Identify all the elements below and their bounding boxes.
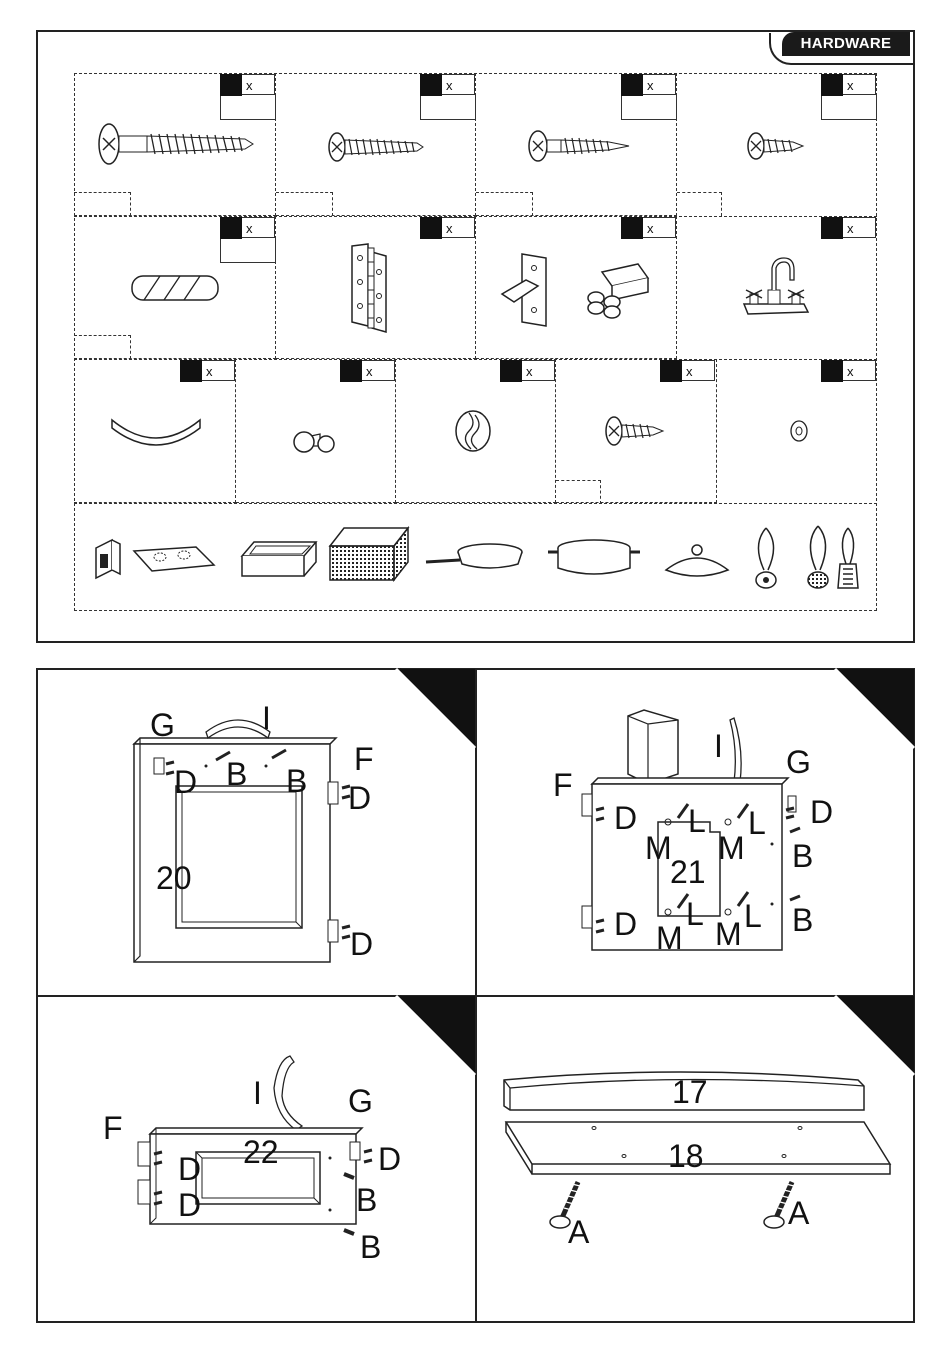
quantity-box: x bbox=[621, 74, 677, 120]
hardware-title: HARDWARE bbox=[782, 32, 910, 56]
slotted-spoon-icon bbox=[800, 522, 836, 592]
step4-label-a2: A bbox=[788, 1197, 809, 1229]
step-corner-marker bbox=[396, 669, 475, 748]
step3-label-i: I bbox=[253, 1077, 262, 1109]
spatula-icon bbox=[834, 524, 862, 592]
quantity-box: x bbox=[621, 217, 677, 239]
step1-label-g: G bbox=[150, 709, 175, 741]
part-label-tab bbox=[677, 192, 722, 216]
step2-label-g: G bbox=[786, 746, 811, 778]
step2-label-l3: L bbox=[686, 898, 704, 930]
step1-label-b1: B bbox=[226, 758, 247, 790]
horizontal-divider bbox=[36, 995, 915, 997]
step1-label-f: F bbox=[354, 743, 374, 775]
faucet-icon bbox=[740, 256, 812, 320]
step1-label-i: I bbox=[262, 702, 271, 734]
step1-label-d2: D bbox=[348, 782, 371, 814]
quantity-box: x bbox=[220, 74, 276, 120]
pot-icon bbox=[546, 538, 642, 578]
sink-icon bbox=[92, 538, 124, 582]
step-corner-marker bbox=[835, 996, 914, 1075]
step1-label-d3: D bbox=[350, 928, 373, 960]
step3-label-b1: B bbox=[356, 1184, 377, 1216]
step4-part-bottom: 18 bbox=[668, 1140, 704, 1172]
step1-label-d1: D bbox=[174, 766, 197, 798]
step3-label-d3: D bbox=[378, 1143, 401, 1175]
basket-icon bbox=[328, 526, 410, 582]
step2-label-f: F bbox=[553, 769, 573, 801]
step2-label-m4: M bbox=[715, 918, 742, 950]
ladle-icon bbox=[746, 524, 786, 592]
row-divider bbox=[74, 503, 877, 504]
step1-label-b2: B bbox=[286, 765, 307, 797]
step2-label-m2: M bbox=[718, 832, 745, 864]
quantity-box: x bbox=[821, 74, 877, 120]
part-label-tab bbox=[476, 192, 533, 216]
step4-part-top: 17 bbox=[672, 1076, 708, 1108]
quantity-box: x bbox=[821, 217, 877, 239]
quantity-box: x bbox=[220, 217, 276, 263]
quantity-box: x bbox=[420, 217, 476, 239]
large-screw-icon bbox=[95, 122, 255, 166]
step3-label-d1: D bbox=[178, 1153, 201, 1185]
step2-label-d2: D bbox=[810, 796, 833, 828]
step2-label-i: I bbox=[714, 730, 723, 762]
medium-screw-icon bbox=[325, 130, 425, 164]
step2-label-m1: M bbox=[645, 832, 672, 864]
handle-icon bbox=[108, 414, 204, 446]
hinge-icon bbox=[348, 242, 392, 334]
wood-screw-icon bbox=[525, 128, 635, 164]
quantity-box: x bbox=[180, 360, 236, 382]
step-corner-marker bbox=[835, 669, 914, 748]
part-label-tab bbox=[276, 192, 333, 216]
step2-label-l4: L bbox=[744, 900, 762, 932]
step2-label-d1: D bbox=[614, 802, 637, 834]
lid-icon bbox=[664, 542, 730, 580]
small-screw-icon bbox=[745, 130, 807, 162]
part-label-tab bbox=[74, 335, 131, 359]
quantity-box: x bbox=[420, 74, 476, 120]
step2-label-b1: B bbox=[792, 840, 813, 872]
step2-label-l2: L bbox=[748, 807, 766, 839]
dowel-icon bbox=[130, 274, 220, 302]
frying-pan-icon bbox=[424, 542, 524, 572]
quantity-box: x bbox=[340, 360, 396, 382]
catch-bracket-icon bbox=[498, 250, 658, 330]
step4-label-a1: A bbox=[568, 1216, 589, 1248]
step2-label-m3: M bbox=[656, 922, 683, 954]
step3-label-b2: B bbox=[360, 1231, 381, 1263]
short-screw-icon bbox=[603, 414, 667, 448]
quantity-box: x bbox=[821, 360, 877, 382]
step2-label-b2: B bbox=[792, 904, 813, 936]
part-label-tab bbox=[556, 480, 601, 504]
step-corner-marker bbox=[396, 996, 475, 1075]
quantity-box: x bbox=[500, 360, 556, 382]
step3-label-g: G bbox=[348, 1085, 373, 1117]
step2-label-d3: D bbox=[614, 908, 637, 940]
step3-label-d2: D bbox=[178, 1189, 201, 1221]
step1-part-number: 20 bbox=[156, 862, 192, 894]
part-label-tab bbox=[74, 192, 131, 216]
tray-icon bbox=[240, 540, 320, 580]
round-knob-icon bbox=[453, 409, 493, 453]
knob-icon bbox=[292, 420, 336, 460]
step2-label-l1: L bbox=[688, 805, 706, 837]
washer-icon bbox=[788, 420, 810, 442]
quantity-box: x bbox=[660, 360, 716, 382]
step2-part-number: 21 bbox=[670, 856, 706, 888]
step3-label-f: F bbox=[103, 1112, 123, 1144]
stove-top-icon bbox=[132, 545, 216, 573]
step3-part-number: 22 bbox=[243, 1136, 279, 1168]
